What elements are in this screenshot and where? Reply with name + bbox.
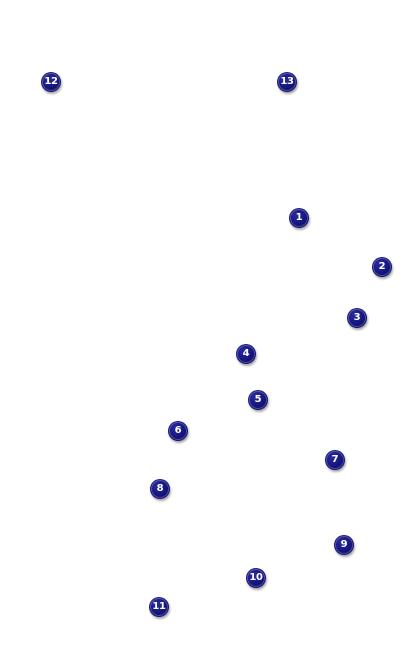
marker-4[interactable]: 4 bbox=[236, 344, 256, 364]
marker-13[interactable]: 13 bbox=[277, 72, 297, 92]
marker-label: 2 bbox=[378, 261, 386, 272]
marker-label: 6 bbox=[174, 425, 182, 436]
marker-6[interactable]: 6 bbox=[168, 421, 188, 441]
marker-label: 11 bbox=[152, 601, 166, 612]
marker-2[interactable]: 2 bbox=[372, 257, 392, 277]
marker-label: 3 bbox=[353, 312, 361, 323]
marker-3[interactable]: 3 bbox=[347, 308, 367, 328]
marker-7[interactable]: 7 bbox=[325, 450, 345, 470]
marker-label: 5 bbox=[254, 394, 262, 405]
marker-label: 10 bbox=[249, 572, 263, 583]
marker-10[interactable]: 10 bbox=[246, 568, 266, 588]
marker-11[interactable]: 11 bbox=[149, 597, 169, 617]
marker-label: 1 bbox=[295, 212, 303, 223]
marker-5[interactable]: 5 bbox=[248, 390, 268, 410]
marker-1[interactable]: 1 bbox=[289, 208, 309, 228]
marker-label: 13 bbox=[280, 76, 294, 87]
marker-label: 12 bbox=[44, 76, 58, 87]
marker-label: 8 bbox=[156, 483, 164, 494]
marker-label: 4 bbox=[242, 348, 250, 359]
marker-12[interactable]: 12 bbox=[41, 72, 61, 92]
marker-label: 7 bbox=[331, 454, 339, 465]
marker-9[interactable]: 9 bbox=[334, 535, 354, 555]
marker-8[interactable]: 8 bbox=[150, 479, 170, 499]
marker-label: 9 bbox=[340, 539, 348, 550]
